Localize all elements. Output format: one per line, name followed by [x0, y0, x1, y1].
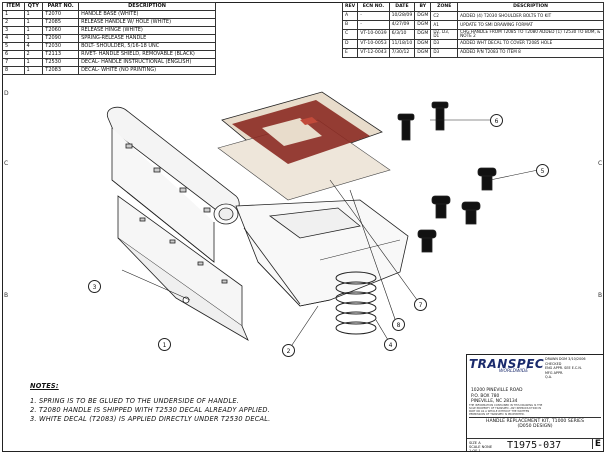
- rev-cell: DGM: [414, 20, 432, 30]
- notes-section: NOTES: 1. SPRING IS TO BE GLUED TO THE U…: [30, 382, 270, 424]
- rev-cell: UPDATE TO SMI DRAWING FORMAT: [457, 20, 604, 30]
- drawing-scale: SCALE NONE: [469, 445, 493, 449]
- size-scale-sheet: SIZE A SCALE NONE 1 OF 1: [469, 441, 492, 453]
- meta-mfg: MFG APPR.: [545, 370, 564, 375]
- shoulder-bolt-parts: [417, 167, 497, 253]
- zone-marker-b: B: [4, 292, 9, 299]
- proprietary-notice: THE INFORMATION CONTAINED IN THIS DRAWIN…: [469, 404, 543, 416]
- note-2: 2. T2080 HANDLE IS SHIPPED WITH T2530 DE…: [30, 406, 270, 414]
- rev-cell: ADDED P/N T2083 TO ITEM 8: [457, 47, 604, 58]
- bom-header-row: ITEM QTY PART NO. DESCRIPTION: [2, 2, 216, 11]
- drawing-frame: [2, 2, 604, 452]
- rivet-parts: [397, 101, 449, 141]
- company-tagline: WORLDWIDE: [499, 369, 529, 374]
- drawing-revision: E: [591, 439, 601, 449]
- revision-table: REV ECN NO. DATE BY ZONE DESCRIPTION A-1…: [341, 2, 604, 58]
- zone-marker-b-right: B: [598, 292, 603, 299]
- callout-4: 4: [384, 338, 397, 351]
- rev-cell: -: [357, 20, 390, 30]
- drawing-title-line-1: HANDLE REPLACEMENT KIT, T1000 SERIES: [486, 419, 584, 424]
- callout-3: 3: [88, 280, 101, 293]
- rev-cell: E: [341, 47, 359, 58]
- callout-2: 2: [282, 344, 295, 357]
- release-handle-part: [235, 199, 409, 307]
- rev-cell: VT-12-0043: [357, 47, 390, 58]
- rev-cell: B: [341, 20, 359, 30]
- company-name: TRANSPEC: [469, 357, 545, 371]
- callout-1: 1: [158, 338, 171, 351]
- rev-cell: DGM: [414, 47, 432, 58]
- approval-block: DRAWN DGM 3/10/2006 CHECKED ENG APPR. SE…: [545, 357, 603, 380]
- meta-qa: Q.A.: [545, 375, 553, 380]
- zone-marker-c: C: [4, 160, 9, 167]
- address-line-2: P.O. BOX 780: [471, 393, 500, 399]
- zone-marker-c-right: C: [598, 160, 603, 167]
- address-line-1: 10200 PINEVILLE ROAD: [471, 388, 523, 393]
- callout-7: 7: [414, 298, 427, 311]
- zone-marker-d: D: [4, 90, 9, 97]
- handle-base-part: [106, 106, 240, 263]
- meta-drawn: DRAWN DGM 3/10/2006: [545, 357, 586, 361]
- drawing-number: T1975-037: [507, 440, 562, 451]
- bom-cell: DECAL- WHITE (NO PRINTING): [78, 66, 216, 75]
- decal-t2530: [217, 91, 391, 201]
- release-hinge-part: [117, 195, 249, 341]
- callout-6: 6: [490, 114, 503, 127]
- drawing-size: SIZE A: [469, 441, 481, 445]
- meta-checked: CHECKED: [545, 361, 562, 366]
- meta-eng: ENG APPR. SEE E.C.N.: [545, 366, 582, 371]
- leader-lines: [121, 119, 539, 349]
- drawing-sheet: 1 OF 1: [469, 449, 481, 453]
- title-block: TRANSPEC WORLDWIDE 10200 PINEVILLE ROAD …: [466, 354, 604, 453]
- spring-part: [335, 271, 377, 335]
- note-1: 1. SPRING IS TO BE GLUED TO THE UNDERSID…: [30, 397, 239, 405]
- company-logo: TRANSPEC WORLDWIDE: [469, 357, 545, 379]
- notes-title: NOTES:: [30, 382, 59, 390]
- company-address: 10200 PINEVILLE ROAD P.O. BOX 780 PINEVI…: [471, 388, 541, 405]
- callout-8: 8: [392, 318, 405, 331]
- drawing-title: HANDLE REPLACEMENT KIT, T1000 SERIES (D0…: [469, 417, 601, 430]
- callout-5: 5: [536, 164, 549, 177]
- note-3: 3. WHITE DECAL (T2083) IS APPLIED DIRECT…: [30, 415, 271, 423]
- drawing-number-row: SIZE A SCALE NONE 1 OF 1 T1975-037 E: [467, 438, 603, 453]
- address-line-3: PINEVILLE, NC 28134: [471, 399, 518, 404]
- drawing-title-line-2: (D050 DESIGN): [517, 424, 553, 430]
